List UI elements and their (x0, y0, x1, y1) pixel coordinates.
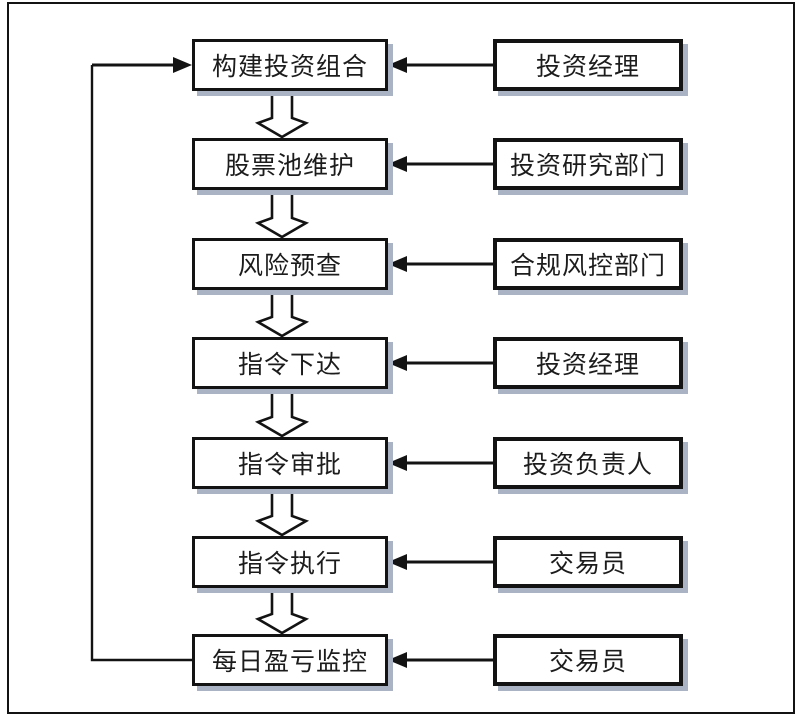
actor-to-step-arrow (388, 256, 493, 272)
actor-box: 投资负责人 (493, 437, 683, 489)
flow-step-box: 股票池维护 (192, 138, 388, 190)
flow-down-arrow (254, 385, 310, 438)
actor-box: 交易员 (493, 634, 683, 686)
flow-down-arrow (254, 186, 310, 239)
actor-to-step-arrow (388, 554, 493, 570)
flow-down-arrow (254, 87, 310, 139)
actor-box: 交易员 (493, 536, 683, 588)
flow-step-box: 指令执行 (192, 536, 388, 588)
feedback-loop-arrow (90, 57, 192, 662)
actor-to-step-arrow (388, 156, 493, 172)
page-border (7, 2, 795, 714)
flow-step-box: 指令下达 (192, 337, 388, 389)
actor-box: 投资研究部门 (493, 138, 683, 190)
flow-down-arrow (254, 485, 310, 537)
flow-down-arrow (254, 584, 310, 635)
actor-to-step-arrow (388, 652, 493, 668)
actor-to-step-arrow (388, 355, 493, 371)
flow-step-box: 构建投资组合 (192, 39, 388, 91)
actor-box: 合规风控部门 (493, 238, 683, 290)
actor-box: 投资经理 (493, 39, 683, 91)
actor-to-step-arrow (388, 57, 493, 73)
flow-down-arrow (254, 286, 310, 338)
actor-to-step-arrow (388, 455, 493, 471)
flow-step-box: 每日盈亏监控 (192, 634, 388, 686)
actor-box: 投资经理 (493, 337, 683, 389)
flow-step-box: 风险预查 (192, 238, 388, 290)
flow-step-box: 指令审批 (192, 437, 388, 489)
